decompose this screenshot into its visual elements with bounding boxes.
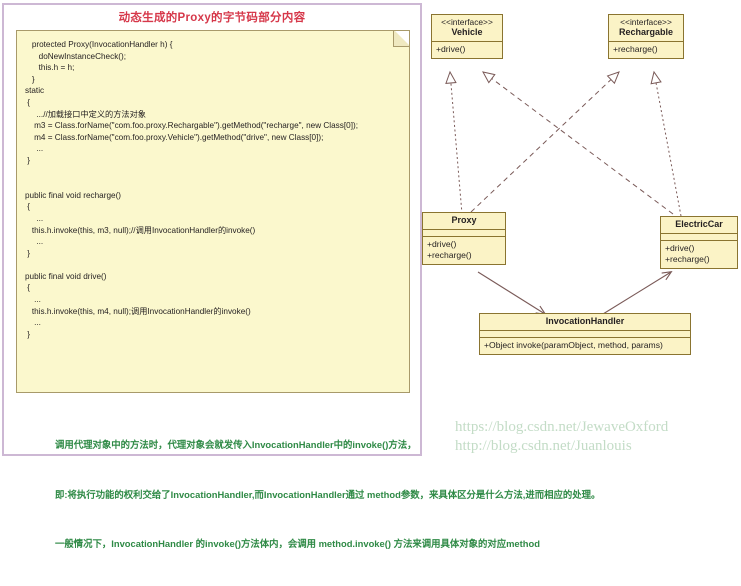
uml-class-electriccar-operations: +drive() +recharge() xyxy=(661,241,737,268)
uml-class-rechargable-operations: +recharge() xyxy=(609,42,683,58)
note-fold-corner xyxy=(393,31,409,47)
explanation-line-1: 调用代理对象中的方法时，代理对象会就发传入InvocationHandler中的… xyxy=(55,439,417,450)
uml-class-invocationhandler-header: InvocationHandler xyxy=(480,314,690,331)
uml-class-proxy-name: Proxy xyxy=(451,215,477,225)
realization-proxy-rechargable xyxy=(470,71,620,213)
note-title: 动态生成的Proxy的字节码部分内容 xyxy=(118,12,306,24)
uml-class-invocationhandler-operations: +Object invoke(paramObject, method, para… xyxy=(480,338,690,354)
uml-connectors xyxy=(445,70,682,315)
uml-operation: +drive() xyxy=(427,238,457,249)
uml-class-rechargable[interactable]: <<interface>> Rechargable +recharge() xyxy=(608,14,684,59)
realization-electriccar-vehicle xyxy=(482,71,674,215)
uml-operation: +drive() xyxy=(665,242,695,253)
uml-class-vehicle-stereotype: <<interface>> xyxy=(441,17,493,27)
explanation-line-3: 一般情况下，InvocationHandler 的invoke()方法体内，会调… xyxy=(55,538,540,549)
realization-electriccar-rechargable xyxy=(650,70,682,217)
uml-class-vehicle-operations: +drive() xyxy=(432,42,502,58)
association-proxy-invocationhandler xyxy=(477,271,547,315)
uml-operation: +Object invoke(paramObject, method, para… xyxy=(484,339,663,350)
uml-class-rechargable-header: <<interface>> Rechargable xyxy=(609,15,683,42)
uml-class-rechargable-stereotype: <<interface>> xyxy=(620,17,672,27)
uml-operation: +recharge() xyxy=(613,43,658,54)
diagram-canvas: 动态生成的Proxy的字节码部分内容 protected Proxy(Invoc… xyxy=(2,0,741,549)
association-invocationhandler-electriccar xyxy=(602,271,673,315)
uml-class-vehicle-header: <<interface>> Vehicle xyxy=(432,15,502,42)
uml-class-electriccar[interactable]: ElectricCar +drive() +recharge() xyxy=(660,216,738,269)
uml-class-electriccar-header: ElectricCar xyxy=(661,217,737,234)
bytecode-note: protected Proxy(InvocationHandler h) { d… xyxy=(16,30,410,393)
uml-class-proxy-operations: +drive() +recharge() xyxy=(423,237,505,264)
uml-class-proxy-attributes xyxy=(423,230,505,237)
explanation-text: 调用代理对象中的方法时，代理对象会就发传入InvocationHandler中的… xyxy=(55,404,741,586)
uml-class-proxy-header: Proxy xyxy=(423,213,505,230)
uml-operation: +recharge() xyxy=(665,253,710,264)
uml-class-rechargable-name: Rechargable xyxy=(618,27,674,37)
uml-class-invocationhandler-attributes xyxy=(480,331,690,338)
bytecode-source: protected Proxy(InvocationHandler h) { d… xyxy=(25,40,358,339)
uml-class-proxy[interactable]: Proxy +drive() +recharge() xyxy=(422,212,506,265)
uml-diagram: <<interface>> Vehicle +drive() <<interfa… xyxy=(422,0,741,400)
uml-operation: +recharge() xyxy=(427,249,472,260)
explanation-line-2: 即:将执行功能的权利交给了InvocationHandler,而Invocati… xyxy=(55,488,601,500)
uml-class-invocationhandler-name: InvocationHandler xyxy=(545,316,625,326)
uml-operation: +drive() xyxy=(436,43,466,54)
uml-class-electriccar-attributes xyxy=(661,234,737,241)
uml-class-vehicle[interactable]: <<interface>> Vehicle +drive() xyxy=(431,14,503,59)
uml-class-invocationhandler[interactable]: InvocationHandler +Object invoke(paramOb… xyxy=(479,313,691,355)
uml-class-electriccar-name: ElectricCar xyxy=(675,219,723,229)
realization-proxy-vehicle xyxy=(445,70,463,215)
uml-class-vehicle-name: Vehicle xyxy=(451,27,483,37)
